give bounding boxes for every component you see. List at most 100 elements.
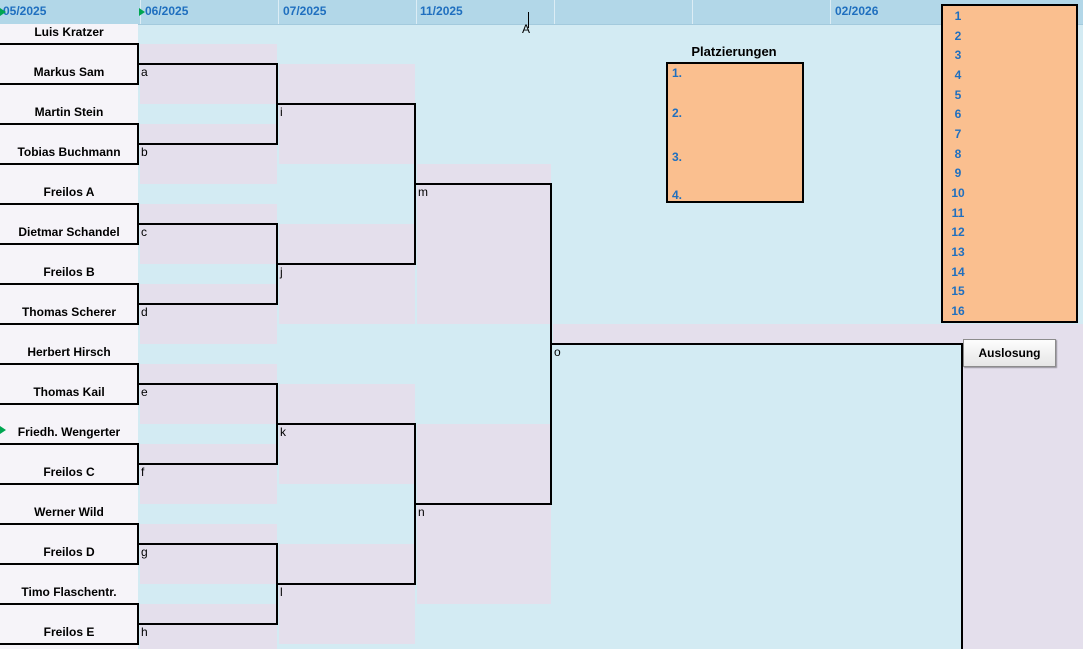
placement-rank-3: 3. [672,150,683,164]
comment-indicator [0,426,6,434]
comment-indicator [139,8,145,16]
match-cell-n [417,424,551,604]
bracket-line [0,603,139,605]
player-name: Thomas Scherer [21,305,117,319]
bracket-line [0,563,139,565]
bracket-line [0,643,139,645]
bracket-line [0,523,139,525]
bracket-line [0,43,139,45]
match-label-d: d [141,305,148,319]
player-name: Markus Sam [33,65,105,79]
match-label-o: o [554,345,561,359]
standings-number-column: 1 2 3 4 5 6 7 8 9 10 11 12 13 14 15 16 [943,6,973,321]
match-cell-c [140,204,277,264]
bracket-line [0,323,139,325]
timeline-header: 05/2025 06/2025 07/2025 11/2025 02/2026 [0,0,1083,25]
standings-number: 14 [951,264,965,279]
standings-number: 16 [951,304,965,319]
player-name: Freilos A [43,185,95,199]
match-label-m: m [418,185,428,199]
match-cell-d [140,284,277,344]
standings-number: 15 [951,284,965,299]
match-cell-e [140,364,277,424]
standings-number: 3 [954,48,962,63]
match-label-k: k [280,425,286,439]
bracket-line [276,423,415,425]
date-label-5: 02/2026 [835,4,879,18]
final-row-band [553,324,1083,344]
standings-number: 13 [951,245,965,260]
bracket-line [137,463,277,465]
match-cell-a [140,44,277,104]
bracket-line [550,343,963,345]
player-name: Dietmar Schandel [18,225,120,239]
player-name: Freilos D [43,545,95,559]
match-cell-m [417,164,551,324]
player-column-background [0,24,138,649]
match-label-g: g [141,545,148,559]
match-label-j: j [280,265,283,279]
bracket-line [0,243,139,245]
match-cell-b [140,124,277,184]
bracket-line [276,583,415,585]
player-name: Thomas Kail [33,385,105,399]
comment-indicator [0,8,6,16]
bracket-line [276,263,415,265]
winner-panel [963,344,1083,649]
column-separator [554,0,555,24]
column-separator [692,0,693,24]
player-name: Herbert Hirsch [27,345,111,359]
match-label-n: n [418,505,425,519]
bracket-line [0,123,139,125]
placements-box: 1. 2. 3. 4. [666,62,804,203]
match-label-l: l [280,585,283,599]
bracket-line [137,543,277,545]
standings-number: 7 [954,126,962,141]
match-cell-f [140,444,277,504]
match-cell-h [140,604,277,649]
placement-rank-1: 1. [672,66,683,80]
bracket-line [137,623,277,625]
match-label-f: f [141,465,145,479]
match-cell-l [279,544,415,644]
bracket-connector [961,343,963,649]
bracket-line [0,163,139,165]
player-name: Freilos E [43,625,95,639]
player-name: Martin Stein [34,105,104,119]
bracket-line [137,143,277,145]
player-name: Luis Kratzer [34,25,104,39]
bracket-line [0,283,139,285]
standings-number: 9 [954,166,962,181]
date-label-1: 05/2025 [3,4,47,18]
bracket-line [137,63,277,65]
standings-number: 4 [954,67,962,82]
player-name: Tobias Buchmann [17,145,121,159]
bracket-line [0,363,139,365]
standings-number: 1 [954,8,962,23]
column-separator [830,0,831,24]
bracket-line [0,83,139,85]
player-name: Friedh. Wengerter [17,425,121,439]
date-label-4: 11/2025 [420,4,463,18]
bracket-line [0,203,139,205]
player-name: Freilos C [43,465,95,479]
standings-number: 11 [951,205,965,220]
bracket-line [0,403,139,405]
date-label-2: 06/2025 [145,4,189,18]
player-name: Timo Flaschentr. [21,585,117,599]
placement-rank-4: 4. [672,188,683,202]
column-separator [416,0,417,24]
cursor-marker-label: A [522,22,531,36]
match-cell-j [279,224,415,324]
cursor-marker-line [528,12,529,28]
bracket-line [137,383,277,385]
match-label-e: e [141,385,148,399]
standings-number: 8 [954,146,962,161]
auslosung-button[interactable]: Auslosung [963,339,1056,367]
bracket-line [414,183,551,185]
bracket-line [0,443,139,445]
match-cell-k [279,384,415,484]
column-separator [278,0,279,24]
date-label-3: 07/2025 [283,4,327,18]
